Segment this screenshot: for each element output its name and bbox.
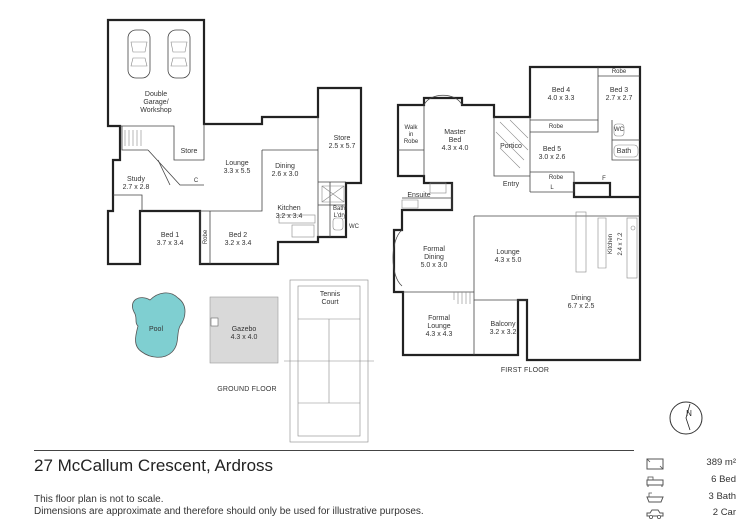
bed1-label: Bed 1 — [161, 232, 179, 239]
robe-bed4-label: Robe — [549, 124, 564, 130]
study-dim: 2.7 x 2.8 — [123, 184, 150, 191]
formal-lounge-label-2: Lounge — [427, 323, 450, 330]
car-right-icon — [167, 29, 191, 79]
kitchen-first-label: Kitchen — [608, 234, 614, 254]
wc-first-label: WC — [614, 127, 625, 133]
master-label-1: Master — [444, 129, 466, 136]
formal-lounge-dim: 4.3 x 4.3 — [426, 331, 453, 338]
balcony-label: Balcony — [491, 321, 516, 328]
tennis-court — [284, 279, 374, 443]
stat-cars: 2 Car — [640, 506, 750, 522]
master-label-2: Bed — [449, 137, 462, 144]
l-label: L — [550, 185, 554, 191]
kitchen-label: Kitchen — [277, 205, 300, 212]
dining-label: Dining — [275, 163, 295, 170]
entry-label: Entry — [503, 181, 520, 188]
garage-label-2: Garage/ — [143, 99, 168, 106]
walkin-label-3: Robe — [404, 139, 419, 145]
bath-laundry-label-1: Bath/ — [333, 206, 347, 212]
dining-first-dim: 6.7 x 2.5 — [568, 303, 595, 310]
balcony-dim: 3.2 x 3.2 — [490, 329, 517, 336]
lounge-first-dim: 4.3 x 5.0 — [495, 257, 522, 264]
lounge-first-label: Lounge — [496, 249, 519, 256]
gazebo-dim: 4.3 x 4.0 — [231, 334, 258, 341]
beds-value: 6 Bed — [711, 474, 736, 485]
floor-plan: Double Garage/ Workshop Store C Study 2.… — [106, 18, 703, 443]
tennis-label-2: Court — [321, 299, 338, 306]
disclaimer-line-2: Dimensions are approximate and therefore… — [34, 506, 424, 517]
bath-laundry-label-2: L'dry — [334, 213, 347, 219]
f-label: F — [602, 176, 606, 182]
garage-label-1: Double — [145, 91, 167, 98]
gazebo-area — [209, 296, 279, 364]
bed3-dim: 2.7 x 2.7 — [606, 95, 633, 102]
bed1-dim: 3.7 x 3.4 — [157, 240, 184, 247]
formal-dining-label-2: Dining — [424, 254, 444, 261]
master-dim: 4.3 x 4.0 — [442, 145, 469, 152]
formal-dining-label-1: Formal — [423, 246, 445, 253]
store-b-label: Store — [334, 135, 351, 142]
bed2-label: Bed 2 — [229, 232, 247, 239]
wc-label: WC — [349, 224, 360, 230]
bed5-label: Bed 5 — [543, 146, 561, 153]
disclaimer: This floor plan is not to scale. Dimensi… — [34, 494, 424, 518]
disclaimer-line-1: This floor plan is not to scale. — [34, 494, 164, 505]
baths-value: 3 Bath — [708, 491, 736, 502]
bath-first-label: Bath — [617, 148, 632, 155]
footer-divider — [34, 450, 634, 451]
portico-label: Portico — [500, 143, 522, 150]
ground-floor-label: GROUND FLOOR — [217, 386, 277, 393]
cars-value: 2 Car — [712, 507, 736, 518]
c-label: C — [194, 178, 199, 184]
pool-label: Pool — [149, 326, 163, 333]
ensuite-label: Ensuite — [407, 192, 430, 199]
kitchen-dim: 3.2 x 3.4 — [276, 213, 303, 220]
property-address: 27 McCallum Crescent, Ardross — [34, 456, 274, 475]
floor-area-icon — [646, 458, 664, 470]
walkin-label-2: in — [409, 132, 414, 138]
store-a-label: Store — [181, 148, 198, 155]
stat-baths: 3 Bath — [640, 490, 750, 506]
store-b-dim: 2.5 x 5.7 — [329, 143, 356, 150]
bath-icon — [646, 492, 664, 503]
bed5-dim: 3.0 x 2.6 — [539, 154, 566, 161]
robe-bed3-label: Robe — [612, 69, 627, 75]
first-floor-label: FIRST FLOOR — [501, 367, 549, 374]
bed2-dim: 3.2 x 3.4 — [225, 240, 252, 247]
garage-label-3: Workshop — [140, 107, 171, 114]
gazebo-label: Gazebo — [232, 326, 257, 333]
bed3-label: Bed 3 — [610, 87, 628, 94]
study-label: Study — [127, 176, 145, 183]
ground-floor-plan: Double Garage/ Workshop Store C Study 2.… — [106, 18, 374, 443]
walkin-label-1: Walk — [404, 125, 418, 131]
bed4-label: Bed 4 — [552, 87, 570, 94]
first-floor-plan: Walk in Robe Master Bed 4.3 x 4.0 Ensuit… — [392, 65, 642, 374]
robe-ground-label: Robe — [203, 229, 209, 244]
tennis-label-1: Tennis — [320, 291, 341, 298]
pool-shape — [132, 292, 186, 358]
car-left-icon — [127, 29, 151, 79]
stat-area: 389 m² — [640, 456, 750, 472]
formal-dining-dim: 5.0 x 3.0 — [421, 262, 448, 269]
compass-icon: N — [669, 401, 703, 435]
area-value: 389 m² — [706, 457, 736, 468]
dining-dim: 2.6 x 3.0 — [272, 171, 299, 178]
lounge-label: Lounge — [225, 160, 248, 167]
kitchen-first-dim: 2.4 x 7.2 — [618, 232, 624, 256]
compass-n: N — [686, 409, 692, 418]
bed-icon — [646, 476, 664, 487]
formal-lounge-label-1: Formal — [428, 315, 450, 322]
dining-first-label: Dining — [571, 295, 591, 302]
car-icon — [646, 509, 664, 520]
robe-bed5-label: Robe — [549, 175, 564, 181]
bed4-dim: 4.0 x 3.3 — [548, 95, 575, 102]
lounge-dim: 3.3 x 5.5 — [224, 168, 251, 175]
stat-beds: 6 Bed — [640, 473, 750, 489]
